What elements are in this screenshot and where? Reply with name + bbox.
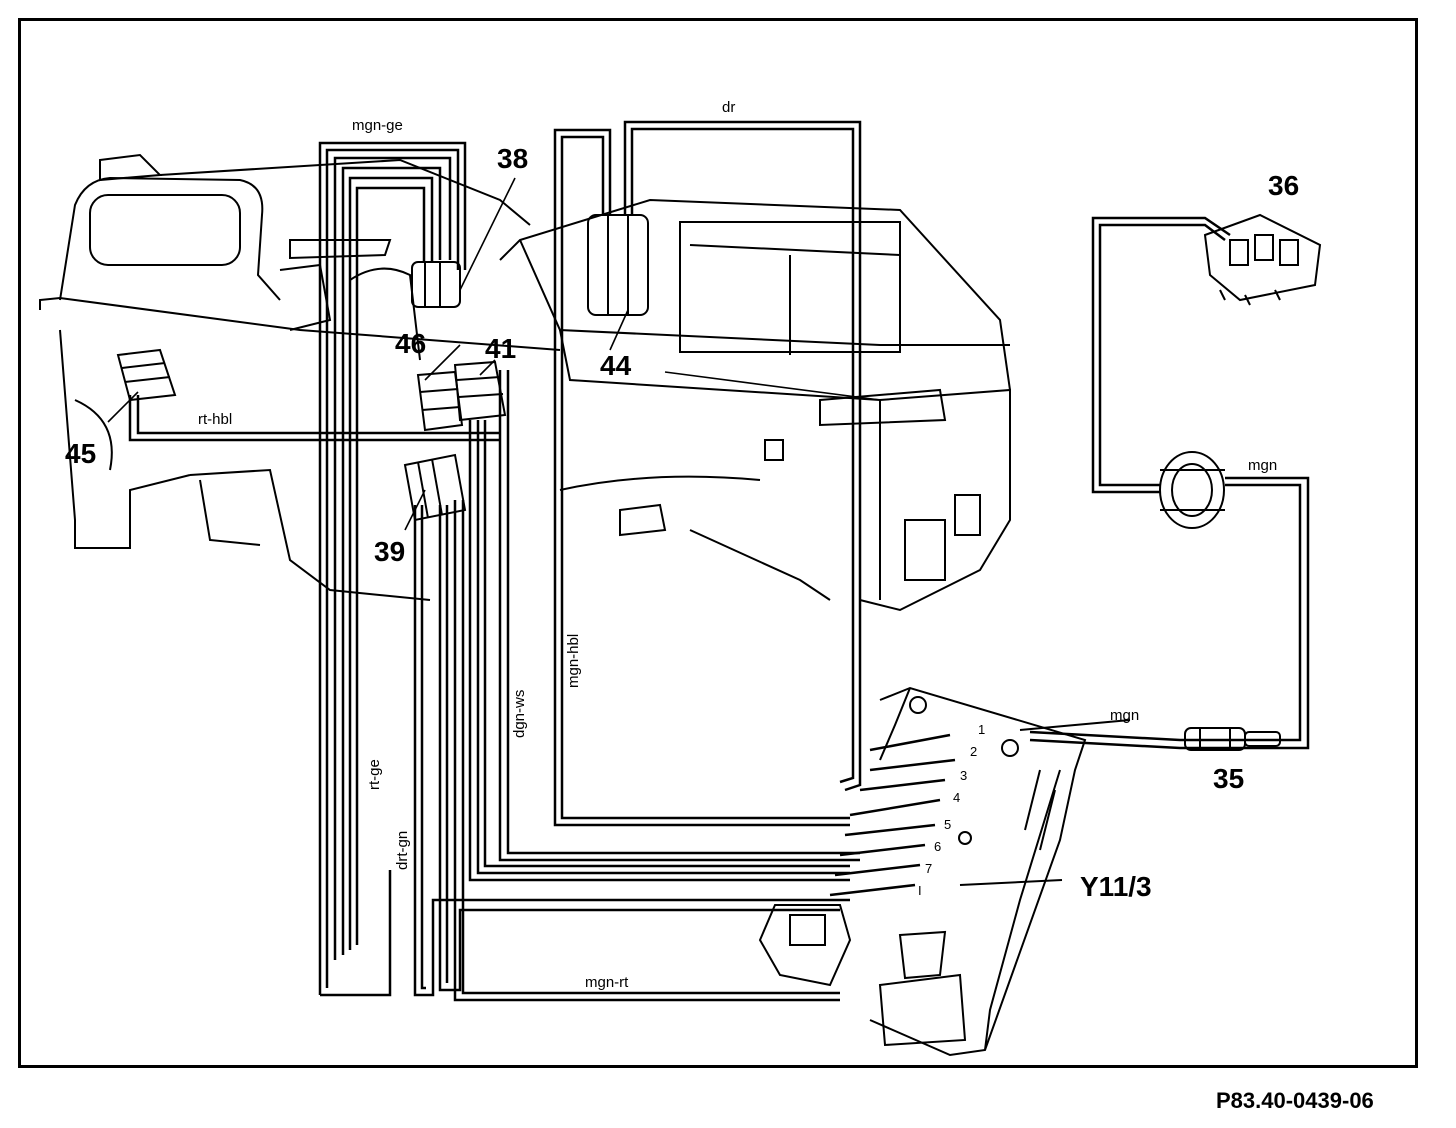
pin-1: 1 [978,722,986,737]
vacuum-grommet [1159,451,1225,529]
callout-38: 38 [497,143,529,174]
callout-45: 45 [65,438,97,469]
pin-i: I [918,883,922,898]
wire-label-mgn-ge: mgn-ge [352,117,403,134]
callout-36: 36 [1268,170,1300,201]
connector-38 [411,261,461,308]
connector-41 [453,360,507,422]
pin-3: 3 [960,768,968,783]
housing-connector [904,519,946,581]
valve-36 [1203,213,1322,306]
callout-39: 39 [374,536,406,567]
callout-46: 46 [395,328,427,359]
housing-window [89,194,241,266]
figure-reference: P83.40-0439-06 [1216,1088,1374,1113]
pin-7: 7 [925,861,933,876]
connector-39 [403,453,467,522]
wire-label-dr: dr [722,99,736,116]
leader-lines [107,177,881,531]
connector-44 [587,214,649,316]
connector-46 [416,370,464,432]
vacuum-lines [128,120,1310,1002]
wire-label-rt-hbl: rt-hbl [198,411,233,428]
check-valve-35 [1184,727,1281,751]
wire-label-mgn-hbl: mgn-hbl [565,633,582,688]
switchover-valve-block [758,686,1131,1057]
callout-y11-3: Y11/3 [1080,871,1152,902]
wire-label-mgn-top: mgn [1248,457,1278,474]
diagram-frame [18,18,1418,1068]
evaporator-housing [499,198,1011,612]
callout-35: 35 [1213,763,1245,794]
callout-41: 41 [485,333,517,364]
wire-label-drt-gn: drt-gn [394,830,411,870]
callout-44: 44 [600,350,632,381]
pin-6: 6 [934,839,942,854]
wire-label-rt-ge: rt-ge [366,759,383,790]
pin-2: 2 [970,744,978,759]
pin-5: 5 [944,817,952,832]
connector-45 [116,348,177,402]
wire-label-dgn-ws: dgn-ws [511,689,528,738]
pin-4: 4 [953,790,961,805]
wire-label-mgn-rt: mgn-rt [585,974,629,991]
wire-label-mgn-mid: mgn [1110,707,1140,724]
